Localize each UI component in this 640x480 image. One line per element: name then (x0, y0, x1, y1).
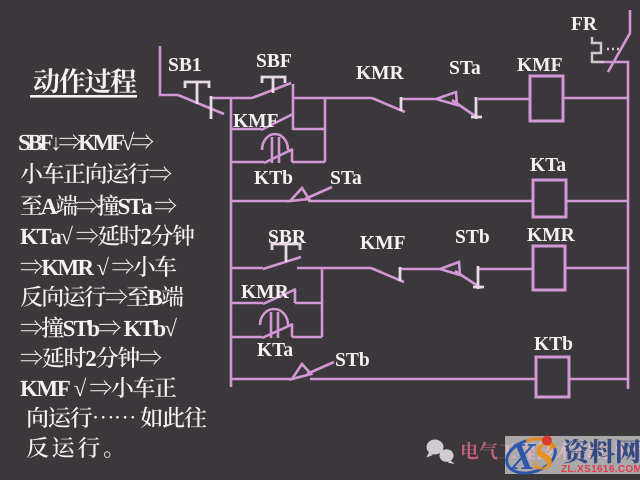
svg-text:KTa: KTa (530, 155, 566, 176)
svg-text:STa: STa (330, 168, 362, 189)
svg-text:STb: STb (335, 350, 370, 371)
svg-text:KTa: KTa (257, 340, 293, 361)
svg-text:STa: STa (449, 58, 481, 79)
svg-text:SB1: SB1 (168, 55, 202, 76)
svg-text:SBF: SBF (256, 51, 292, 72)
svg-text:FR: FR (571, 14, 598, 35)
svg-text:KMR: KMR (241, 282, 290, 303)
svg-text:KTb: KTb (254, 168, 293, 189)
svg-text:KMF: KMF (360, 233, 405, 254)
svg-text:KMR: KMR (356, 63, 405, 84)
svg-text:STb: STb (455, 227, 490, 248)
svg-text:KMF: KMF (233, 111, 278, 132)
svg-text:SBR: SBR (268, 227, 307, 248)
svg-text:KTb: KTb (534, 334, 573, 355)
svg-text:KMR: KMR (527, 225, 576, 246)
svg-text:ZL.XS1616.COM: ZL.XS1616.COM (561, 464, 640, 475)
svg-text:KMF: KMF (517, 55, 562, 76)
